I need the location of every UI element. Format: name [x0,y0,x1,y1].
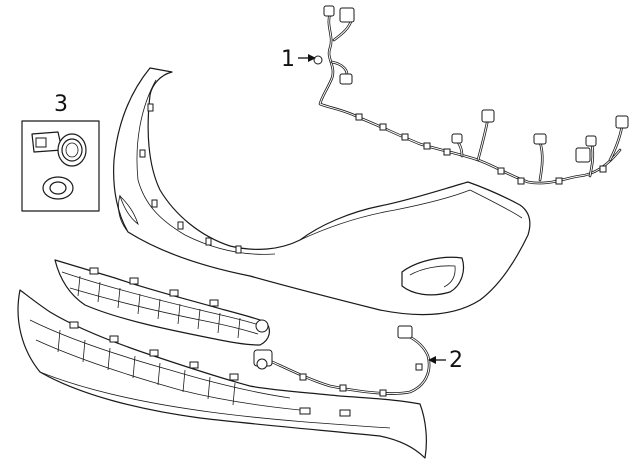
callout-1: 1 [281,47,316,72]
callout-2: 2 [428,348,463,373]
callout-number: 1 [281,47,295,72]
grille-support [54,259,270,346]
callout-number: 3 [54,92,68,117]
sensor-grommet-icon [42,176,74,200]
lower-wiring-harness [253,325,431,397]
sensor-inset-box [21,120,100,212]
callout-number: 2 [449,348,463,373]
callout-3: 3 [54,92,68,117]
parking-sensor-icon [31,131,87,167]
bumper-cover [113,67,531,316]
lower-valance [17,289,427,459]
upper-wiring-harness [313,5,629,185]
